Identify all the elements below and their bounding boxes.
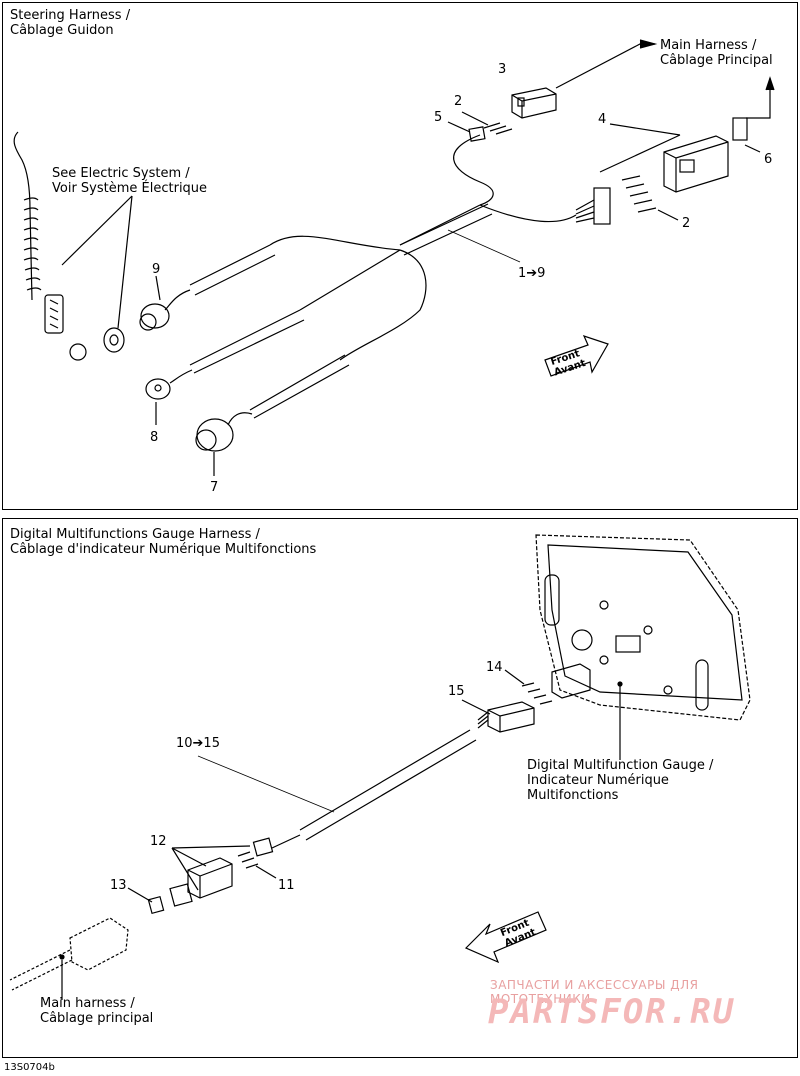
callout-13: 13: [110, 878, 127, 893]
top-title-line2: Câblage Guidon: [10, 23, 114, 38]
main-harness-label-line1: Main Harness /: [660, 38, 757, 53]
connector-3: [511, 87, 557, 119]
gauge-harness-panel: [2, 518, 798, 1058]
coil-cord: [13, 131, 125, 361]
figure-code: 13S0704b: [4, 1062, 55, 1073]
bottom-title-line1: Digital Multifunctions Gauge Harness /: [10, 527, 260, 542]
gauge-label-line2: Indicateur Numérique: [527, 773, 669, 788]
bottom-main-harness-line2: Câblage principal: [40, 1011, 154, 1026]
callout-8: 8: [150, 430, 159, 445]
callout-9: 9: [152, 262, 161, 277]
callout-11: 11: [278, 878, 295, 893]
callout-2-top: 2: [454, 94, 463, 109]
bottom-main-harness-line1: Main harness /: [40, 996, 135, 1011]
digital-gauge: [535, 534, 751, 721]
callout-7: 7: [210, 480, 219, 495]
callout-15: 15: [448, 684, 465, 699]
electric-system-label-line1: See Electric System /: [52, 166, 190, 181]
top-title-line1: Steering Harness /: [10, 8, 131, 23]
callout-14: 14: [486, 660, 503, 675]
callout-5: 5: [434, 110, 443, 125]
callout-3: 3: [498, 62, 507, 77]
callout-10-15: 10➔15: [176, 736, 220, 751]
connector-4: [663, 135, 729, 193]
bottom-title-line2: Câblage d'indicateur Numérique Multifonc…: [10, 542, 317, 557]
callout-1-9: 1➔9: [518, 266, 546, 281]
electric-system-label-line2: Voir Système Électrique: [52, 181, 208, 196]
callout-6: 6: [764, 152, 773, 167]
watermark-subtitle: ЗАПЧАСТИ И АКСЕССУАРЫ ДЛЯ МОТОТЕХНИКИ: [490, 978, 699, 1006]
watermark-logo: PARTSFOR.RU: [488, 992, 736, 1032]
gauge-label-line1: Digital Multifunction Gauge /: [527, 758, 714, 773]
gauge-label-line3: Multifonctions: [527, 788, 619, 803]
steering-harness-panel: [2, 2, 798, 510]
callout-2-right: 2: [682, 216, 691, 231]
callout-12: 12: [150, 834, 167, 849]
main-harness-label-line2: Câblage Principal: [660, 53, 773, 68]
callout-4: 4: [598, 112, 607, 127]
